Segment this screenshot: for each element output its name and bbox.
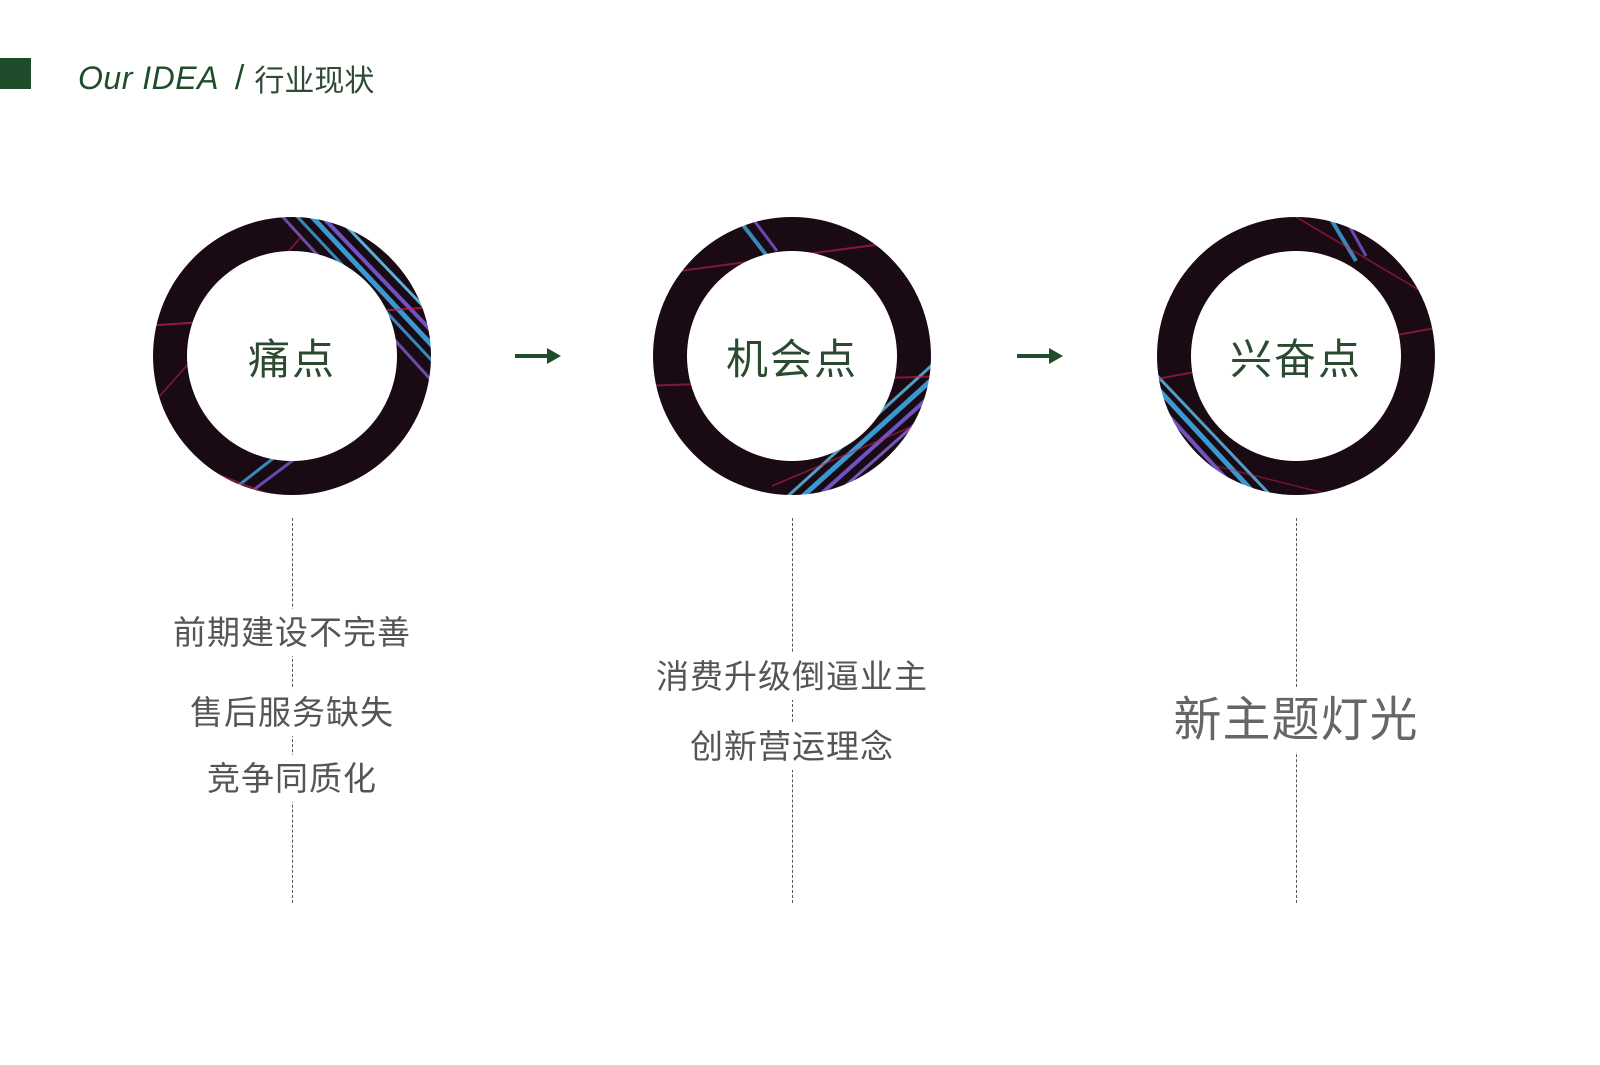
stage-label: 机会点 (725, 334, 858, 384)
stage-label: 兴奋点 (1229, 334, 1362, 384)
dashed-connector (792, 518, 793, 903)
stage-item: 售后服务缺失 (142, 686, 442, 736)
stage-item: 创新营运理念 (642, 720, 942, 770)
stage-item: 前期建设不完善 (142, 606, 442, 656)
page-title: Our IDEA / 行业现状 (78, 58, 375, 100)
stage-label: 痛点 (247, 334, 336, 384)
header-accent-square (0, 58, 31, 89)
decorative-ring-graphic (1156, 216, 1436, 496)
page-title-en: Our IDEA (78, 59, 219, 96)
stage-ring: 兴奋点 (1156, 216, 1436, 496)
stage-item: 竞争同质化 (142, 752, 442, 802)
stage-ring: 机会点 (652, 216, 932, 496)
stage-excitement-points: 兴奋点 新主题灯光 (1146, 0, 1446, 1065)
decorative-ring-graphic (152, 216, 432, 496)
stage-opportunity-points: 机会点 消费升级倒逼业主 创新营运理念 (642, 0, 942, 1065)
stage-item: 消费升级倒逼业主 (642, 650, 942, 700)
stage-pain-points: 痛点 前期建设不完善 售后服务缺失 竞争同质化 (142, 0, 442, 1065)
arrow-right-icon (515, 348, 561, 364)
page-title-cn: 行业现状 (254, 64, 375, 99)
decorative-ring-graphic (652, 216, 932, 496)
page-title-separator: / (234, 58, 245, 97)
arrow-right-icon (1017, 348, 1063, 364)
stage-item: 新主题灯光 (1146, 680, 1446, 752)
stage-ring: 痛点 (152, 216, 432, 496)
